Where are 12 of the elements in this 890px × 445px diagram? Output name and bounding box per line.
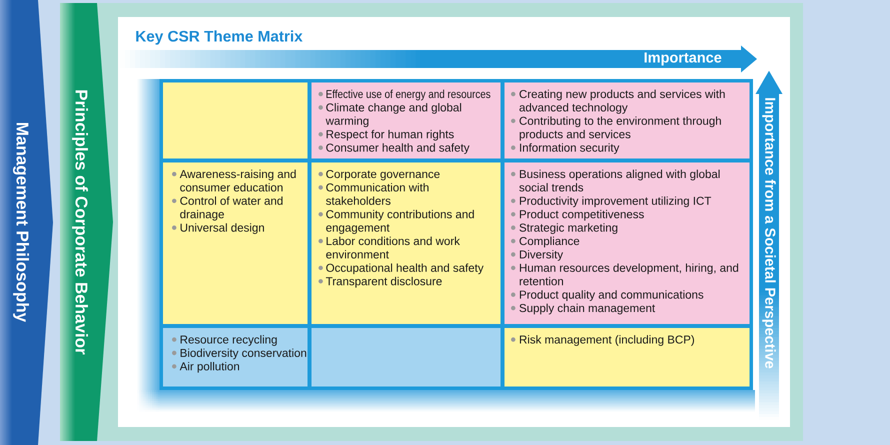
chevron-band: Management Philosophy (0, 0, 53, 445)
matrix-cell (163, 82, 308, 158)
matrix-cell: Resource recycling Biodiversity conservation Air pollution (163, 328, 308, 386)
matrix-cell (312, 328, 500, 386)
matrix-cell: Effective use of energy and resources Climate change and global warming Respect for human rights Consumer health and safety (312, 82, 500, 158)
chevron-band: Principles of Corporate Behavior (60, 3, 113, 441)
matrix-cell: Risk management (including BCP) (504, 328, 750, 386)
matrix-cell: Business operations aligned with global social trends Productivity improvement utilizing ICT Product competitiveness Strategic marketing Compliance Diversity Human resources development, hiring, and retention Product quality and communications Supply chain management (504, 162, 750, 324)
matrix-cell: Corporate governance Communication with stakeholders Community contributions and engagement Labor conditions and work environment Occupational health and safety Transparent disclosure (312, 162, 500, 324)
matrix-cell: Creating new products and services with advanced technology Contributing to the environment through products and services Information security (504, 82, 750, 158)
panel-title: Key CSR Theme Matrix (136, 30, 303, 45)
matrix-cell: Awareness-raising and consumer education Control of water and drainage Universal design (163, 162, 308, 324)
